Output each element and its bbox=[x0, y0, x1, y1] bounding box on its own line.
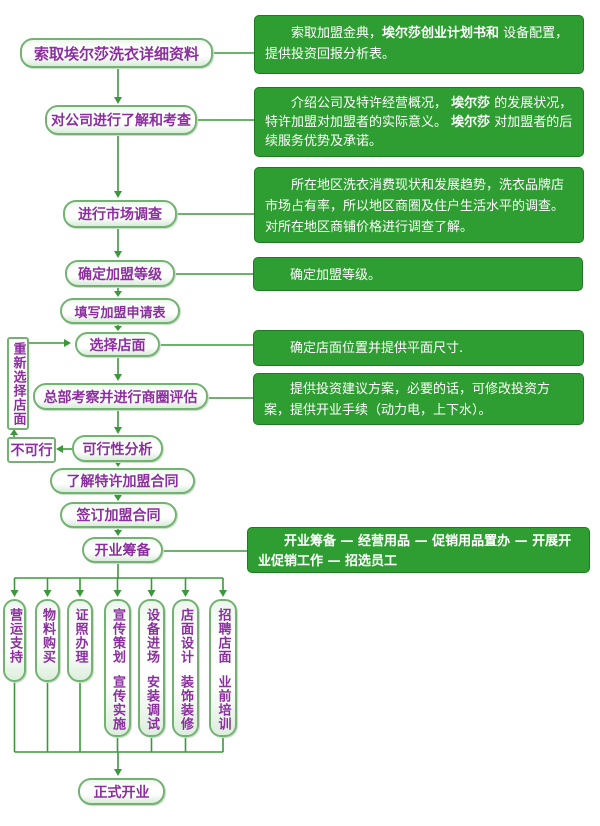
task-equipment-install: 设备进场 安装调试 bbox=[138, 599, 165, 737]
task-staff-recruit-training: 招聘店面 业前培训 bbox=[209, 599, 237, 737]
node-choose-store: 选择店面 bbox=[75, 332, 160, 357]
node-reselect-store: 重新选择店面 bbox=[7, 337, 29, 430]
task-operation-support: 营运支持 bbox=[3, 599, 26, 682]
desc-request-info: 索取加盟金典，埃尔莎创业计划书和 设备配置，提供投资回报分析表。 bbox=[254, 15, 584, 74]
desc-market-survey: 所在地区洗衣消费现状和发展趋势，洗衣品牌店市场占有率，所以地区商圈及住户生活水平… bbox=[254, 167, 584, 243]
node-sign-contract: 签订加盟合同 bbox=[60, 502, 177, 528]
node-feasibility: 可行性分析 bbox=[72, 435, 163, 462]
desc-store-location: 确定店面位置并提供平面尺寸. bbox=[253, 330, 584, 366]
node-understand-company: 对公司进行了解和考查 bbox=[45, 105, 197, 135]
node-market-survey: 进行市场调查 bbox=[63, 200, 177, 228]
task-material-purchase: 物料购买 bbox=[35, 599, 60, 682]
desc-opening-prep: 开业筹备 — 经营用品 — 促销用品置办 — 开展开业促销工作 — 招选员工 bbox=[247, 527, 590, 573]
task-store-design-decoration: 店面设计 装饰装修 bbox=[172, 599, 199, 737]
node-fill-application: 填写加盟申请表 bbox=[60, 298, 180, 324]
desc-determine-level: 确定加盟等级。 bbox=[253, 257, 583, 291]
node-request-info: 索取埃尔莎洗衣详细资料 bbox=[20, 38, 213, 68]
node-grand-opening: 正式开业 bbox=[78, 778, 165, 805]
desc-company-intro: 介绍公司及特许经营概况， 埃尔莎 的发展状况，特许加盟对加盟者的实际意义。 埃尔… bbox=[254, 87, 584, 157]
reselect-store-label: 重新选择店面 bbox=[10, 341, 26, 426]
node-determine-level: 确定加盟等级 bbox=[65, 260, 175, 287]
desc-investment-plan: 提供投资建议方案，必要的话，可修改投资方案，提供开业手续（动力电，上下水）。 bbox=[253, 373, 584, 425]
node-hq-evaluation: 总部考察并进行商圈评估 bbox=[33, 383, 208, 410]
node-not-feasible: 不可行 bbox=[7, 437, 56, 463]
task-promotion-planning: 宣传策划 宣传实施 bbox=[104, 599, 131, 737]
node-understand-contract: 了解特许加盟合同 bbox=[50, 468, 195, 494]
node-opening-prep: 开业筹备 bbox=[82, 537, 163, 563]
task-license-handling: 证照办理 bbox=[67, 599, 93, 682]
